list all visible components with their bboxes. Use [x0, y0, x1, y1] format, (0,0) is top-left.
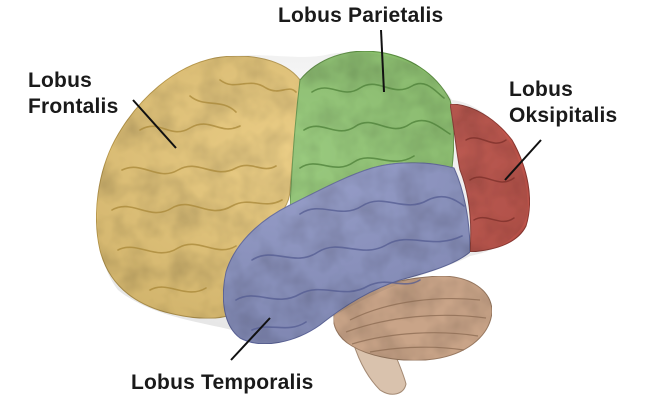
label-lobus-temporalis: Lobus Temporalis	[131, 370, 314, 396]
label-lobus-parietalis: Lobus Parietalis	[278, 3, 443, 29]
label-lobus-temporalis-text: Lobus Temporalis	[131, 371, 314, 394]
leader-line-temporal	[230, 317, 271, 361]
gyri-occipital	[465, 137, 515, 223]
cerebellum-folia	[345, 298, 487, 353]
brain-shading	[97, 52, 528, 344]
label-lobus-oksipitalis-line1: Lobus	[509, 78, 573, 101]
label-lobus-frontalis: Lobus Frontalis	[28, 68, 118, 120]
gyri-parietal	[299, 82, 451, 169]
leader-line-parietal	[380, 29, 385, 93]
label-lobus-frontalis-line2: Frontalis	[28, 95, 119, 118]
label-lobus-parietalis-text: Lobus Parietalis	[278, 4, 444, 27]
leader-line-frontal	[132, 99, 177, 149]
label-lobus-frontalis-line1: Lobus	[28, 69, 92, 92]
gyri-temporal	[235, 195, 465, 331]
label-lobus-oksipitalis: Lobus Oksipitalis	[509, 77, 617, 129]
label-lobus-oksipitalis-line2: Oksipitalis	[509, 104, 618, 127]
leader-line-occipital	[504, 139, 542, 181]
